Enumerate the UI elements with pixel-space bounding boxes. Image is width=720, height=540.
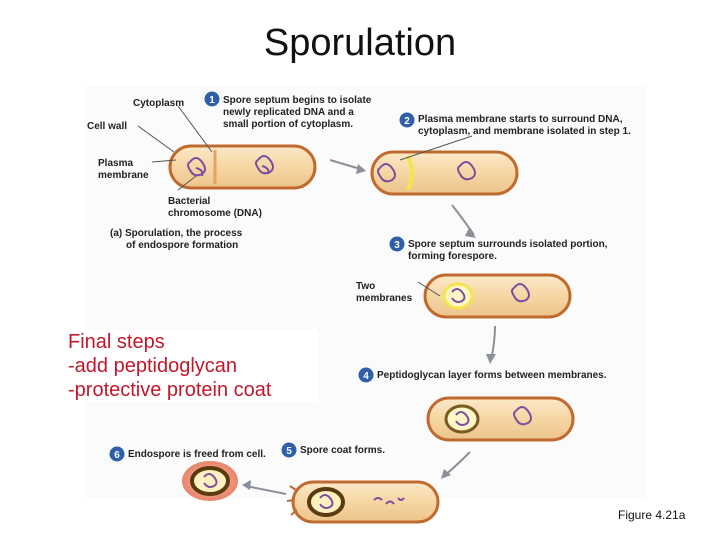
step-4: 4 Peptidoglycan layer forms between memb… xyxy=(358,367,607,383)
step-text-line: cytoplasm, and membrane isolated in step… xyxy=(418,126,631,137)
step-2: 2 Plasma membrane starts to surround DNA… xyxy=(399,112,631,137)
label-cytoplasm: Cytoplasm xyxy=(133,98,184,109)
step-3: 3 Spore septum surrounds isolated portio… xyxy=(389,236,608,262)
step-badge xyxy=(358,367,374,383)
slide-title: Sporulation xyxy=(263,22,457,64)
arrow-2-3 xyxy=(451,204,475,236)
dna-icon xyxy=(455,411,470,426)
step-text-line: small portion of cytoplasm. xyxy=(223,119,353,130)
caption-a-line-1: (a) Sporulation, the process xyxy=(110,228,243,239)
label-membranes: membranes xyxy=(356,293,413,304)
cell-step-3 xyxy=(423,273,572,319)
caption-a-line-2: of endospore formation xyxy=(126,240,238,251)
step-badge xyxy=(204,91,220,107)
step-text-line: newly replicated DNA and a xyxy=(223,107,354,118)
figure-reference: Figure 4.21a xyxy=(618,508,686,522)
cell-step-2 xyxy=(370,150,519,196)
step-number: 2 xyxy=(404,116,410,127)
label-bacterial: Bacterial xyxy=(168,196,210,207)
step-text-line: Spore coat forms. xyxy=(300,445,385,456)
step-badge xyxy=(399,112,415,128)
cell-step-4 xyxy=(426,396,575,442)
step-badge xyxy=(389,236,405,252)
step-number: 4 xyxy=(363,371,369,382)
dna-fragments-icon xyxy=(373,497,405,505)
step-6: 6 Endospore is freed from cell. xyxy=(109,446,266,462)
dna-icon xyxy=(187,157,206,177)
notes-line-2: -add peptidoglycan xyxy=(68,355,238,377)
step-badge xyxy=(281,442,297,458)
dna-icon xyxy=(377,163,396,183)
dna-icon xyxy=(457,161,476,181)
final-steps-notes: Final steps -add peptidoglycan -protecti… xyxy=(68,330,318,402)
cell-step-5 xyxy=(286,480,440,524)
cell-step-1 xyxy=(168,144,317,190)
step-badge xyxy=(109,446,125,462)
dna-icon xyxy=(451,288,466,303)
notes-line-1: Final steps xyxy=(68,331,165,353)
step-text-line: Endospore is freed from cell. xyxy=(128,449,266,460)
process-arrows xyxy=(242,159,496,495)
dna-icon xyxy=(319,494,334,509)
step-number: 1 xyxy=(209,95,215,106)
label-two: Two xyxy=(356,281,375,292)
dna-icon xyxy=(255,155,274,175)
dna-icon xyxy=(511,283,530,303)
step-1: 1 Spore septum begins to isolate newly r… xyxy=(204,91,372,130)
step-text-line: Spore septum surrounds isolated portion, xyxy=(408,239,608,250)
step-5: 5 Spore coat forms. xyxy=(281,442,385,458)
step-text-line: Spore septum begins to isolate xyxy=(223,95,372,106)
label-cell-wall: Cell wall xyxy=(87,121,127,132)
label-membrane: membrane xyxy=(98,170,149,181)
leader-lines xyxy=(137,105,473,297)
dna-icon xyxy=(513,406,532,426)
cell-rupture-icon xyxy=(286,485,298,516)
label-chromosome: chromosome (DNA) xyxy=(168,208,262,219)
step-text-line: Peptidoglycan layer forms between membra… xyxy=(377,370,607,381)
dna-icon xyxy=(203,473,218,488)
free-endospore xyxy=(182,461,238,501)
notes-line-3: -protective protein coat xyxy=(68,379,272,401)
step-number: 3 xyxy=(394,240,400,251)
label-plasma: Plasma xyxy=(98,158,133,169)
step-text-line: Plasma membrane starts to surround DNA, xyxy=(418,114,623,125)
step-number: 6 xyxy=(114,450,120,461)
step-text-line: forming forespore. xyxy=(408,251,497,262)
step-number: 5 xyxy=(286,446,292,457)
